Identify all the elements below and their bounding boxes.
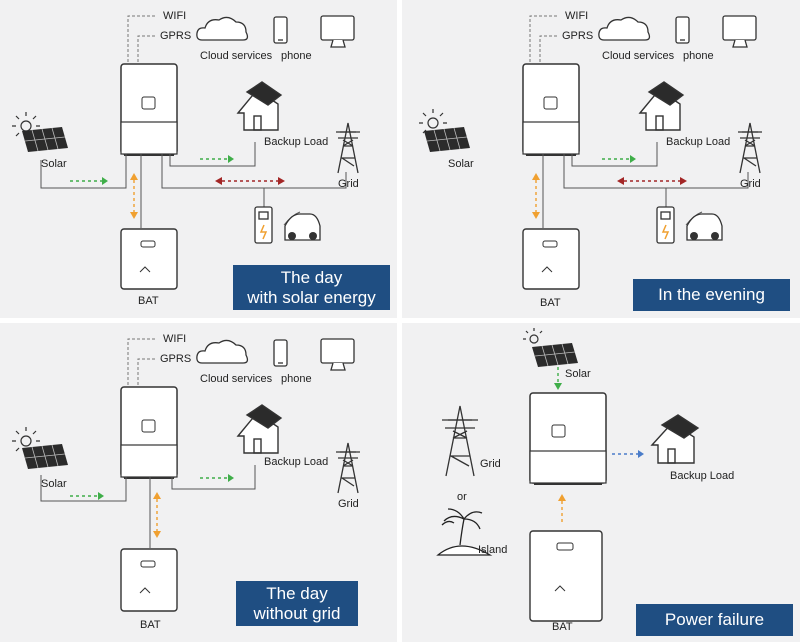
panel-power-failure: Solar Grid or Island Backup Load BAT Pow… (402, 323, 800, 642)
phone-icon (675, 16, 690, 44)
solar-label: Solar (565, 368, 591, 380)
backup-load-label: Backup Load (264, 136, 329, 148)
wifi-label: WIFI (163, 333, 187, 345)
grid-tower-icon (442, 405, 478, 477)
battery-icon (522, 228, 580, 290)
panel-day-solar: WIFI GPRS Cloud services phone Solar Bac… (0, 0, 397, 318)
panel-evening-diagram (419, 15, 762, 290)
battery-icon (120, 228, 178, 290)
grid-label: Grid (338, 178, 359, 190)
caption-line: The day (266, 583, 328, 603)
phone-label: phone (281, 373, 312, 385)
phone-label: phone (683, 50, 714, 62)
house-icon (638, 81, 685, 131)
cloud-services-label: Cloud services (200, 50, 273, 62)
grid-label: Grid (338, 498, 359, 510)
monitor-icon (320, 15, 355, 48)
grid-tower-icon (336, 122, 360, 174)
car-icon (284, 213, 321, 241)
caption-line: In the evening (658, 285, 765, 304)
comm-lines (127, 15, 155, 62)
inverter-icon (522, 63, 580, 156)
cloud-services-label: Cloud services (200, 373, 273, 385)
phone-icon (273, 16, 288, 44)
gprs-label: GPRS (160, 353, 192, 365)
or-label: or (457, 491, 467, 503)
gprs-label: GPRS (562, 30, 594, 42)
gprs-label: GPRS (160, 30, 192, 42)
battery-icon (529, 530, 603, 622)
caption-line: with solar energy (247, 287, 376, 307)
cloud-icon (196, 339, 249, 364)
wifi-label: WIFI (565, 10, 589, 22)
solar-label: Solar (41, 158, 67, 170)
house-icon (236, 81, 283, 131)
wiring (40, 465, 256, 548)
ev-charger-icon (254, 206, 273, 244)
caption-line: Power failure (664, 610, 765, 629)
phone-icon (273, 339, 288, 367)
solar-label: Solar (448, 158, 474, 170)
panel-evening: WIFI GPRS Cloud services phone Solar Bac… (402, 0, 800, 318)
monitor-icon (722, 15, 757, 48)
backup-load-label: Backup Load (264, 456, 329, 468)
bat-label: BAT (138, 295, 159, 307)
ev-charger-icon (656, 206, 675, 244)
bat-label: BAT (552, 621, 573, 633)
bat-label: BAT (140, 619, 161, 631)
comm-lines (127, 338, 155, 385)
backup-load-label: Backup Load (670, 470, 735, 482)
caption-line: The day (280, 267, 343, 287)
house-icon (650, 414, 700, 464)
sun-icon (523, 328, 543, 344)
phone-label: phone (281, 50, 312, 62)
panel-day-without-grid: WIFI GPRS Cloud services phone Solar Bac… (0, 323, 397, 642)
inverter-icon (529, 392, 607, 485)
wiring (40, 142, 347, 228)
cloud-services-label: Cloud services (602, 50, 675, 62)
caption-banner: Power failure (636, 604, 793, 636)
grid-tower-icon (336, 442, 360, 494)
island-label: Island (478, 544, 508, 556)
solar-panel-icon (22, 444, 68, 469)
inverter-icon (120, 63, 178, 156)
panel-day-without-grid-diagram (12, 338, 360, 612)
panel-day-solar-diagram (12, 15, 360, 290)
wifi-label: WIFI (163, 10, 187, 22)
solar-panel-icon (22, 127, 68, 152)
solar-label: Solar (41, 478, 67, 490)
solar-panel-icon (424, 127, 470, 152)
wiring (542, 142, 749, 228)
bat-label: BAT (540, 297, 561, 309)
car-icon (686, 213, 723, 241)
caption-line: without grid (253, 603, 341, 623)
backup-load-label: Backup Load (666, 136, 731, 148)
caption-banner: In the evening (633, 279, 790, 311)
monitor-icon (320, 338, 355, 371)
caption-banner: The day with solar energy (233, 265, 390, 310)
grid-label: Grid (480, 458, 501, 470)
island-icon (436, 508, 493, 556)
inverter-icon (120, 386, 178, 479)
cloud-icon (196, 16, 249, 41)
panel-power-failure-diagram (436, 328, 700, 622)
house-icon (236, 404, 283, 454)
solar-panel-icon (532, 343, 578, 367)
comm-lines (529, 15, 557, 62)
battery-icon (120, 548, 178, 612)
caption-banner: The day without grid (236, 581, 358, 626)
grid-label: Grid (740, 178, 761, 190)
cloud-icon (598, 16, 651, 41)
grid-tower-icon (738, 122, 762, 174)
